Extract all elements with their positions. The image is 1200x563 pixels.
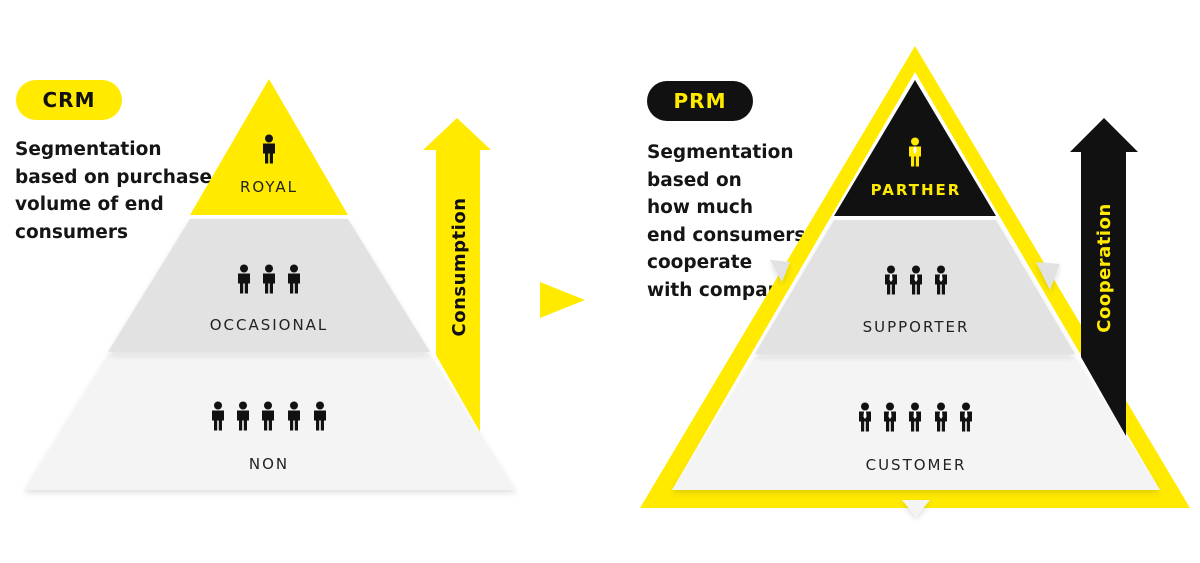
crm-description-line: Segmentation [15,139,162,160]
crm-tier-label-top: ROYAL [240,178,298,196]
crm-description-line: based on purchase [15,166,213,188]
prm-description-line: with company [647,279,793,301]
prm-pyramid: PARTHER SUPPORTER CUSTOMER Cooperation [640,46,1190,517]
prm-cycle-arrow-left [770,260,790,282]
prm-description-line: Segmentation [647,142,794,163]
prm-description-line: end consumers [647,224,806,246]
consumption-arrow [423,118,491,432]
prm-badge: PRM [647,81,753,121]
crm-description-line: consumers [15,221,128,243]
crm-description-line: volume of end [15,194,164,215]
prm-cycle-arrow-bottom [902,500,930,517]
crm-description: Segmentation based on purchase volume of… [15,136,212,246]
prm-description-line: how much [647,197,753,218]
prm-cycle-arrow-right [1036,262,1060,290]
crm-pyramid: ROYAL OCCASIONAL NON Consumption [24,79,516,490]
play-triangle-icon [540,282,585,318]
prm-badge-label: PRM [673,89,727,113]
prm-tier-label-middle: SUPPORTER [863,318,970,336]
crm-badge: CRM [16,80,122,120]
crm-tier-middle [108,219,430,352]
prm-description-line: based on [647,169,742,191]
crm-tier-label-middle: OCCASIONAL [210,316,329,334]
crm-badge-label: CRM [42,88,96,112]
prm-tier-label-base: CUSTOMER [866,456,967,474]
prm-description-line: cooperate [647,252,753,273]
cooperation-arrow [1070,118,1138,436]
cooperation-arrow-label: Cooperation [1094,203,1115,333]
prm-tier-label-top: PARTHER [871,181,962,199]
consumption-arrow-label: Consumption [449,197,470,336]
prm-description: Segmentation based on how much end consu… [647,139,805,304]
crm-tier-label-base: NON [249,455,289,473]
